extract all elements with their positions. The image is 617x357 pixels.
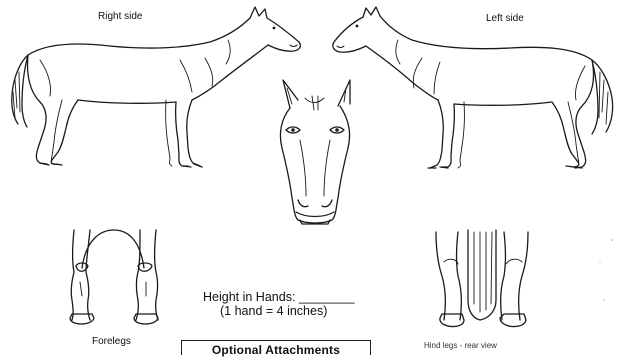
optional-attachments-title: Optional Attachments (182, 343, 370, 357)
hind-legs-drawing (436, 230, 528, 327)
front-face-drawing (280, 80, 350, 224)
height-in-hands-label: Height in Hands: ________ (203, 290, 355, 304)
optional-attachments-box: Optional Attachments (181, 340, 371, 355)
right-side-horse-drawing (12, 7, 301, 167)
right-side-label: Right side (98, 11, 142, 22)
scan-noise (599, 239, 612, 300)
left-side-horse-drawing (333, 7, 613, 168)
left-side-label: Left side (486, 13, 524, 24)
forelegs-drawing (70, 230, 158, 324)
hind-legs-label: Hind legs - rear view (424, 341, 497, 350)
forelegs-label: Forelegs (92, 336, 131, 347)
hand-conversion-note: (1 hand = 4 inches) (220, 304, 327, 318)
